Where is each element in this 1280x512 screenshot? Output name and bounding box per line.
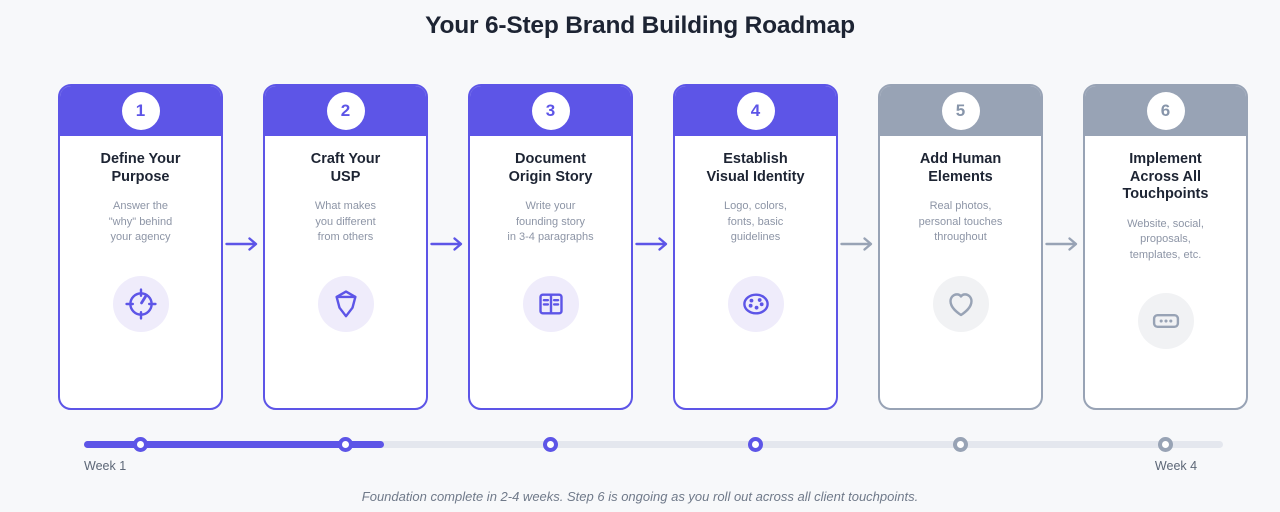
step-card: 6 Implement Across All Touchpoints Websi… bbox=[1083, 84, 1248, 410]
step-header: 4 bbox=[675, 86, 836, 136]
step-card: 3 Document Origin Story Write your found… bbox=[468, 84, 633, 410]
step-card: 2 Craft Your USP What makes you differen… bbox=[263, 84, 428, 410]
step-connector bbox=[633, 236, 673, 252]
step-icon-circle bbox=[727, 275, 784, 332]
step-connector bbox=[223, 236, 263, 252]
shield-gem-icon bbox=[334, 289, 357, 317]
page-title: Your 6-Step Brand Building Roadmap bbox=[425, 12, 855, 39]
step-card: 4 Establish Visual Identity Logo, colors… bbox=[673, 84, 838, 410]
step-card: 5 Add Human Elements Real photos, person… bbox=[878, 84, 1043, 410]
step-number-badge: 3 bbox=[531, 92, 570, 130]
step-number-badge: 1 bbox=[121, 92, 160, 130]
step-header: 6 bbox=[1085, 86, 1246, 136]
arrow-right-icon bbox=[1045, 237, 1078, 251]
arrow-right-icon bbox=[635, 237, 668, 251]
step-number-badge: 5 bbox=[941, 92, 980, 130]
timeline-progress-fill bbox=[84, 441, 384, 448]
step-header: 2 bbox=[265, 86, 426, 136]
step-icon-circle bbox=[1137, 293, 1194, 349]
step-connector bbox=[1043, 236, 1083, 252]
timeline-track bbox=[84, 441, 1223, 448]
step-number: 5 bbox=[955, 101, 966, 120]
step-card: 1 Define Your Purpose Answer the "why" b… bbox=[58, 84, 223, 410]
step-number-badge: 2 bbox=[326, 92, 365, 130]
palette-icon bbox=[742, 292, 769, 315]
footer-note: Foundation complete in 2-4 weeks. Step 6… bbox=[361, 489, 919, 504]
week-end-label: Week 4 bbox=[1154, 459, 1198, 473]
compass-clock-icon bbox=[124, 287, 157, 320]
timeline-milestone-dot bbox=[1158, 437, 1173, 452]
step-title: Add Human Elements bbox=[919, 151, 1002, 185]
open-book-icon bbox=[538, 292, 563, 315]
step-icon-circle bbox=[317, 275, 374, 332]
step-connector bbox=[428, 236, 468, 252]
arrow-right-icon bbox=[225, 237, 258, 251]
steps-row: 1 Define Your Purpose Answer the "why" b… bbox=[58, 84, 1248, 410]
step-header: 3 bbox=[470, 86, 631, 136]
step-number: 6 bbox=[1160, 101, 1171, 120]
step-number: 1 bbox=[135, 101, 146, 120]
step-description: Website, social, proposals, templates, e… bbox=[1127, 217, 1204, 261]
step-number: 2 bbox=[340, 101, 351, 120]
step-title: Establish Visual Identity bbox=[706, 151, 805, 185]
week-start-label: Week 1 bbox=[84, 459, 127, 473]
timeline-milestone-dot bbox=[338, 437, 353, 452]
step-description: Answer the "why" behind your agency bbox=[108, 200, 173, 243]
step-icon-circle bbox=[112, 275, 169, 332]
timeline-milestone-dot bbox=[133, 437, 148, 452]
step-icon-circle bbox=[522, 275, 579, 332]
arrow-right-icon bbox=[840, 237, 873, 251]
step-header: 1 bbox=[60, 86, 221, 136]
arrow-right-icon bbox=[430, 237, 463, 251]
timeline-milestone-dot bbox=[748, 437, 763, 452]
step-description: Logo, colors, fonts, basic guidelines bbox=[724, 200, 787, 243]
step-header: 5 bbox=[880, 86, 1041, 136]
ellipsis-box-icon bbox=[1152, 313, 1179, 329]
timeline-milestone-dot bbox=[543, 437, 558, 452]
heart-icon bbox=[948, 292, 973, 316]
step-number: 4 bbox=[750, 101, 761, 120]
step-number: 3 bbox=[545, 101, 556, 120]
step-title: Implement Across All Touchpoints bbox=[1122, 151, 1209, 202]
timeline-milestone-dot bbox=[953, 437, 968, 452]
step-connector bbox=[838, 236, 878, 252]
step-number-badge: 4 bbox=[736, 92, 775, 130]
step-description: Write your founding story in 3-4 paragra… bbox=[507, 200, 594, 243]
step-title: Define Your Purpose bbox=[100, 151, 181, 185]
step-title: Craft Your USP bbox=[310, 151, 381, 185]
step-description: What makes you different from others bbox=[314, 200, 377, 243]
step-title: Document Origin Story bbox=[508, 151, 593, 185]
step-description: Real photos, personal touches throughout bbox=[918, 200, 1003, 243]
step-icon-circle bbox=[932, 275, 989, 332]
step-number-badge: 6 bbox=[1146, 92, 1185, 130]
